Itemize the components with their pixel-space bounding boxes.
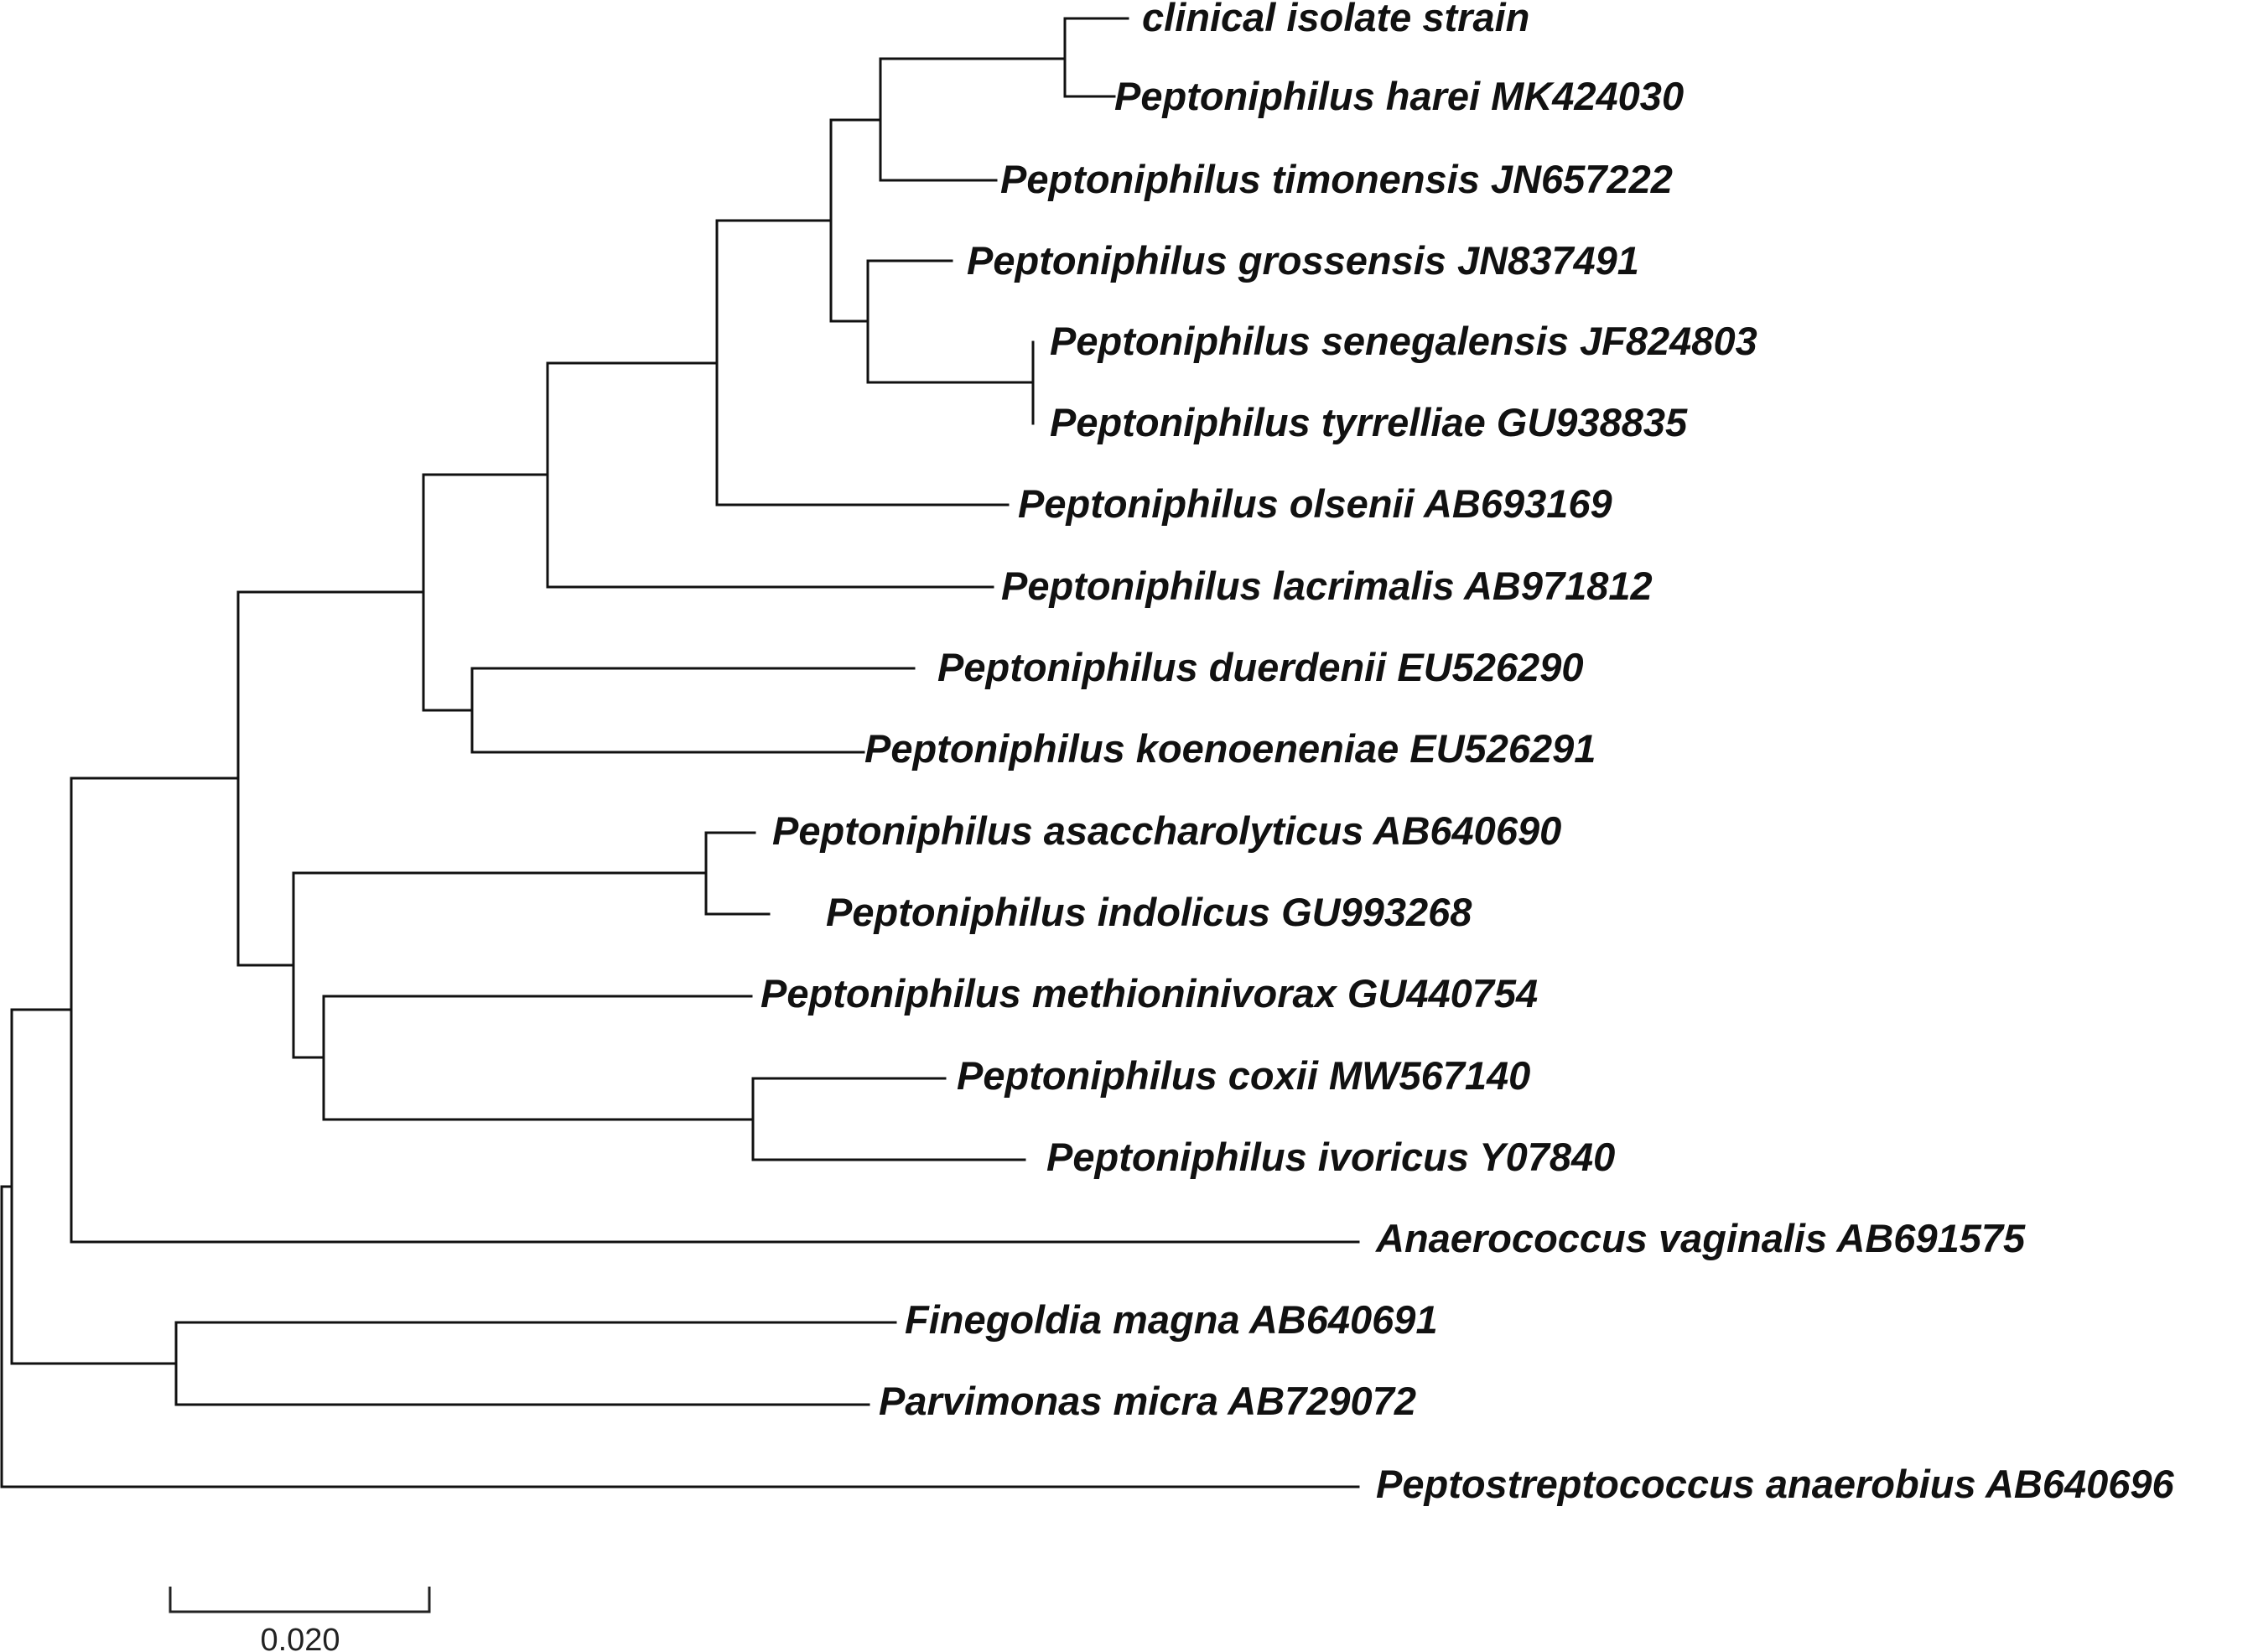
branch	[422, 473, 549, 712]
leaf-label: Peptoniphilus timonensis JN657222	[1000, 157, 1673, 201]
scale-bar-label: 0.020	[260, 1623, 340, 1652]
leaf-label: Anaerococcus vaginalis AB691575	[1375, 1216, 2026, 1260]
scale-bar: 0.020	[169, 1587, 431, 1652]
leaf-label: Peptoniphilus grossensis JN837491	[967, 238, 1639, 283]
branch	[322, 995, 755, 1121]
leaf-label: Peptoniphilus asaccharolyticus AB640690	[772, 808, 1561, 853]
branch	[292, 871, 708, 1059]
branch	[829, 118, 882, 323]
leaf-label: Peptoniphilus ivoricus Y07840	[1046, 1135, 1615, 1179]
leaf-label: Peptoniphilus tyrrelliae GU938835	[1050, 400, 1688, 444]
leaf-label: Peptoniphilus senegalensis JF824803	[1050, 319, 1757, 363]
leaf-labels: clinical isolate strain Peptoniphilus ha…	[761, 0, 2175, 1506]
leaf-label: Peptoniphilus duerdenii EU526290	[937, 645, 1583, 689]
leaf-label: Peptoniphilus koenoeneniae EU526291	[864, 726, 1596, 771]
leaf-label: Finegoldia magna AB640691	[905, 1297, 1438, 1342]
leaf-label: Parvimonas micra AB729072	[879, 1379, 1416, 1423]
leaf-label: Peptoniphilus indolicus GU993268	[826, 890, 1472, 934]
branch	[174, 1321, 897, 1406]
leaf-label: Peptoniphilus olsenii AB693169	[1018, 481, 1612, 526]
branch	[546, 361, 994, 589]
leaf-label: Peptoniphilus lacrimalis AB971812	[1001, 564, 1653, 608]
leaf-label: Peptoniphilus methioninivorax GU440754	[761, 971, 1538, 1016]
branch	[0, 1185, 1360, 1488]
branch	[715, 219, 1010, 507]
leaf-label: Peptoniphilus harei MK424030	[1114, 74, 1684, 118]
branch	[236, 590, 425, 967]
branch	[10, 1008, 178, 1365]
branch	[470, 667, 916, 754]
scale-bar-line	[169, 1587, 431, 1613]
leaf-label: Peptoniphilus coxii MW567140	[957, 1053, 1530, 1098]
branch	[704, 831, 771, 916]
leaf-label: Peptostreptococcus anaerobius AB640696	[1376, 1462, 2175, 1506]
tree-branches	[0, 17, 1360, 1488]
leaf-label: clinical isolate strain	[1142, 0, 1529, 39]
